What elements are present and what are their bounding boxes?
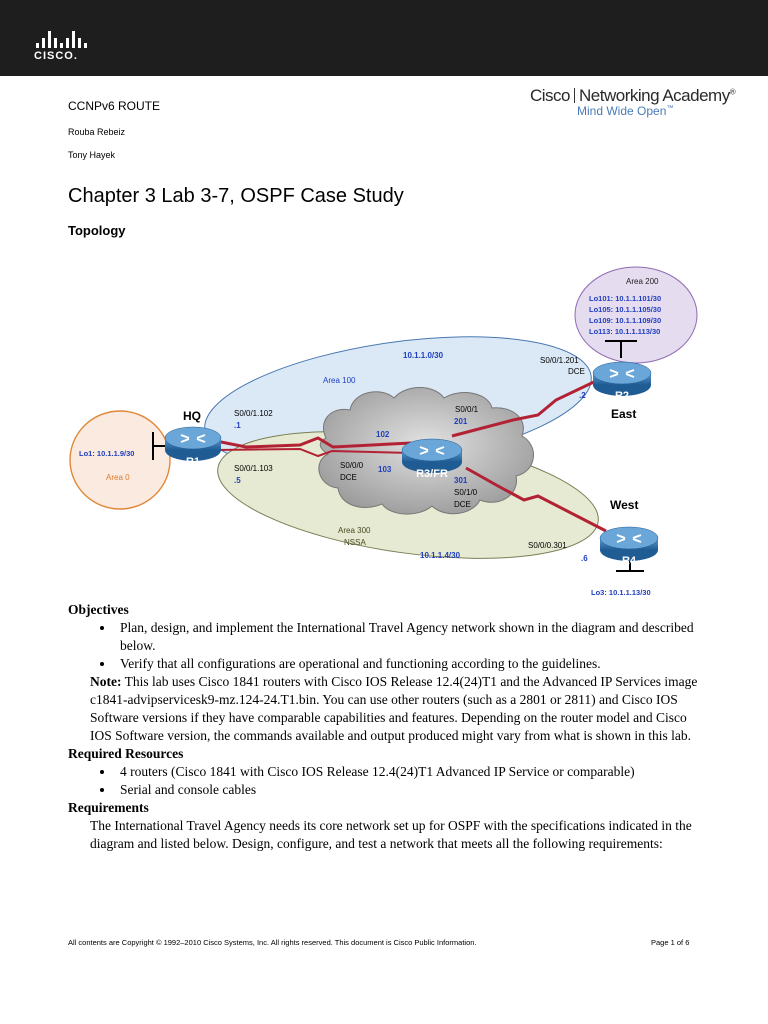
cisco-logo: CISCO. bbox=[34, 30, 94, 66]
r3-label: R3/FR bbox=[416, 468, 448, 480]
r4-ip: .6 bbox=[581, 554, 588, 563]
resources-heading: Required Resources bbox=[68, 746, 184, 761]
link-r1-r3 bbox=[215, 436, 412, 449]
r1-if-a: S0/0/1.102 bbox=[234, 409, 273, 418]
note-text: This lab uses Cisco 1841 routers with Ci… bbox=[90, 674, 698, 743]
cisco-wordmark: CISCO. bbox=[34, 50, 78, 62]
fr-dlci-201: 201 bbox=[454, 417, 468, 426]
router-r1 bbox=[164, 426, 222, 461]
objectives-list: Plan, design, and implement the Internat… bbox=[68, 619, 708, 673]
resource-item: Serial and console cables bbox=[115, 781, 708, 799]
course-name: CCNPv6 ROUTE bbox=[68, 99, 161, 113]
academy-tagline: Mind Wide Open bbox=[577, 104, 667, 118]
academy-right-text: Networking Academy bbox=[579, 86, 730, 105]
net-r1-r4-label: 10.1.1.4/30 bbox=[420, 551, 461, 560]
topology-heading: Topology bbox=[68, 223, 126, 238]
lo109-label: Lo109: 10.1.1.109/30 bbox=[589, 316, 661, 325]
link-r1-r3-sub bbox=[215, 447, 412, 458]
fr-dlci-102: 102 bbox=[376, 430, 390, 439]
nssa-label: NSSA bbox=[344, 538, 366, 547]
objectives-heading: Objectives bbox=[68, 602, 129, 617]
area-300-label: Area 300 bbox=[338, 526, 371, 535]
lab-body: Objectives Plan, design, and implement t… bbox=[68, 601, 708, 853]
author-2: Tony Hayek bbox=[68, 150, 116, 160]
link-r3-r4 bbox=[465, 466, 607, 533]
requirements-heading: Requirements bbox=[68, 800, 149, 815]
requirements-text: The International Travel Agency needs it… bbox=[90, 818, 692, 851]
net-r1-r2-label: 10.1.1.0/30 bbox=[403, 351, 444, 360]
note-paragraph: Note: This lab uses Cisco 1841 routers w… bbox=[90, 673, 708, 745]
note-label: Note: bbox=[90, 674, 122, 689]
resource-item: 4 routers (Cisco 1841 with Cisco IOS Rel… bbox=[115, 763, 708, 781]
r4-if: S0/0/0.301 bbox=[528, 541, 567, 550]
router-r3-fr bbox=[401, 438, 463, 473]
fr-dce-1: DCE bbox=[340, 473, 357, 482]
link-r3-r2 bbox=[451, 378, 599, 438]
author-1: Rouba Rebeiz bbox=[68, 127, 126, 137]
academy-registered-mark: ® bbox=[729, 87, 736, 97]
r1-ip-b: .5 bbox=[234, 476, 241, 485]
router-r2 bbox=[592, 361, 652, 396]
fr-dlci-103: 103 bbox=[378, 465, 392, 474]
site-west: West bbox=[610, 498, 638, 512]
fr-s001: S0/0/1 bbox=[455, 405, 479, 414]
resources-list: 4 routers (Cisco 1841 with Cisco IOS Rel… bbox=[68, 763, 708, 799]
page-number: Page 1 of 6 bbox=[651, 938, 690, 947]
r4-label: R4 bbox=[622, 555, 637, 567]
r2-label: R2 bbox=[615, 390, 629, 402]
networking-academy-logo: Cisco Networking Academy® Mind Wide Open™ bbox=[530, 86, 745, 126]
fr-s010: S0/1/0 bbox=[454, 488, 478, 497]
objective-item: Verify that all configurations are opera… bbox=[115, 655, 708, 673]
lo113-label: Lo113: 10.1.1.113/30 bbox=[589, 327, 660, 336]
lo3-label: Lo3: 10.1.1.13/30 bbox=[591, 588, 651, 597]
fr-s000: S0/0/0 bbox=[340, 461, 364, 470]
header-bar: CISCO. bbox=[0, 0, 768, 76]
academy-left-text: Cisco bbox=[530, 86, 571, 105]
page-title: Chapter 3 Lab 3-7, OSPF Case Study bbox=[68, 185, 404, 207]
r2-if: S0/0/1.201 bbox=[540, 356, 579, 365]
area-0-label: Area 0 bbox=[106, 473, 130, 482]
lo1-label: Lo1: 10.1.1.9/30 bbox=[79, 449, 134, 458]
r2-dce: DCE bbox=[568, 367, 585, 376]
area-200-region bbox=[574, 266, 698, 364]
objective-item: Plan, design, and implement the Internat… bbox=[115, 619, 708, 655]
r1-label: R1 bbox=[186, 456, 200, 468]
area-100-label: Area 100 bbox=[323, 376, 356, 385]
footer-copyright: All contents are Copyright © 1992–2010 C… bbox=[68, 938, 477, 947]
lo101-label: Lo101: 10.1.1.101/30 bbox=[589, 294, 661, 303]
r2-ip: .2 bbox=[579, 391, 586, 400]
lo105-label: Lo105: 10.1.1.105/30 bbox=[589, 305, 661, 314]
area-200-label: Area 200 bbox=[626, 277, 659, 286]
site-east: East bbox=[611, 407, 636, 421]
area-0-region bbox=[69, 410, 171, 510]
cisco-bridge-icon bbox=[36, 30, 88, 48]
academy-tm-mark: ™ bbox=[666, 105, 674, 112]
topology-diagram: R1 R2 R3/FR R4 HQ East West Area 200 Lo1… bbox=[69, 266, 698, 597]
fr-dlci-301: 301 bbox=[454, 476, 468, 485]
fr-dce-2: DCE bbox=[454, 500, 471, 509]
r1-ip-a: .1 bbox=[234, 421, 241, 430]
r1-if-b: S0/0/1.103 bbox=[234, 464, 273, 473]
router-r4 bbox=[599, 526, 659, 561]
site-hq: HQ bbox=[183, 409, 201, 423]
